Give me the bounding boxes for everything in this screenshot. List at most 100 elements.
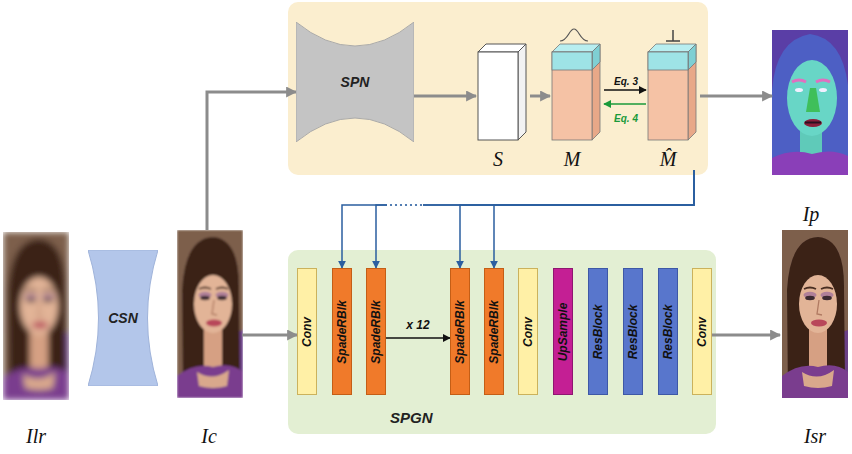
cube-side — [688, 44, 696, 140]
svg-ellipse — [787, 60, 837, 136]
cube-front — [552, 52, 592, 140]
node-label: Conv — [695, 317, 709, 347]
node-label: CSN — [108, 310, 138, 326]
node-label: ResBlock — [591, 304, 605, 359]
gap-patch — [387, 200, 423, 210]
node-label: Ip — [803, 204, 820, 224]
cube-front-band — [648, 52, 688, 70]
edge-label: x 12 — [406, 318, 429, 332]
cube-front — [478, 52, 518, 140]
res-block: ResBlock — [588, 268, 608, 395]
spade-resblock: SpadeRBlk — [450, 268, 470, 395]
svg-ellipse — [795, 88, 803, 92]
cube-side-band — [688, 44, 696, 70]
connector — [376, 170, 694, 268]
node-label: M̂ — [660, 148, 677, 170]
node-label: Isr — [804, 426, 826, 446]
node-label: SpadeRBlk — [369, 300, 383, 363]
conv-block: Conv — [297, 268, 317, 395]
connector — [530, 95, 550, 98]
edge-label-box: Eq. 4 — [614, 108, 638, 126]
dot — [420, 204, 422, 206]
connector — [414, 95, 476, 98]
spgn-panel: SPGN Conv SpadeRBlk SpadeRBlk SpadeRBlk Spade… — [288, 250, 716, 434]
connector — [386, 337, 450, 339]
node-label: SpadeRBlk — [335, 300, 349, 363]
face-image — [3, 232, 69, 400]
node-label: SPGN — [390, 409, 433, 426]
connector — [700, 95, 772, 98]
image-node: Ic — [176, 230, 242, 446]
super-res-face — [782, 230, 848, 398]
node-label: UpSample — [556, 302, 570, 361]
res-block: ResBlock — [623, 268, 643, 395]
dot — [410, 204, 412, 206]
dot — [415, 204, 417, 206]
res-block: ResBlock — [658, 268, 678, 395]
dot — [405, 204, 407, 206]
connector — [494, 170, 694, 268]
connector — [604, 89, 646, 91]
image-node: Ilr — [2, 232, 70, 446]
svg-path — [772, 34, 848, 175]
face-image — [782, 230, 848, 398]
svg-ellipse — [804, 119, 822, 127]
spade-resblock: SpadeRBlk — [484, 268, 504, 395]
parsing-map — [772, 30, 848, 175]
svg-path — [806, 88, 820, 112]
coarse-face — [177, 230, 243, 398]
edge-label: Eq. 4 — [614, 113, 638, 124]
feature-tensor: M — [550, 28, 604, 170]
node-label: SPN — [341, 74, 370, 90]
cube-front-band — [552, 52, 592, 70]
image-node: Ip — [772, 28, 850, 224]
node-label: ResBlock — [661, 304, 675, 359]
spade-resblock: SpadeRBlk — [332, 268, 352, 395]
cube-front — [648, 52, 688, 140]
connector — [207, 92, 296, 230]
tensor-cube — [476, 28, 530, 170]
feature-tensor: M̂ — [646, 28, 700, 170]
dot — [395, 204, 397, 206]
svg-path — [772, 151, 848, 175]
cube-side — [592, 44, 600, 140]
face-image — [177, 230, 243, 398]
spn-network: SPN — [296, 22, 414, 142]
connector — [460, 170, 694, 268]
cube-side-band — [592, 44, 600, 70]
edge-label-box: x 12 — [406, 315, 429, 333]
svg-rect — [805, 122, 821, 124]
svg-path — [792, 80, 806, 82]
spade-resblock: SpadeRBlk — [366, 268, 386, 395]
distribution-curve — [560, 29, 588, 41]
svg-rect — [772, 30, 848, 175]
connector — [712, 334, 780, 337]
low-res-face — [3, 232, 69, 400]
edge-label: Eq. 3 — [614, 76, 638, 87]
svg-path — [816, 80, 830, 82]
node-label: ResBlock — [626, 304, 640, 359]
feature-tensor: S — [476, 28, 530, 170]
node-label: S — [493, 148, 503, 170]
connector — [604, 103, 646, 105]
node-label: Ilr — [26, 426, 46, 446]
node-label: M — [564, 148, 581, 170]
node-label: SpadeRBlk — [453, 300, 467, 363]
node-label: Conv — [521, 317, 535, 347]
connector — [342, 170, 694, 268]
upsample-block: UpSample — [553, 268, 573, 395]
panel-fill-layer — [288, 250, 716, 434]
hourglass-shape — [296, 22, 414, 142]
spgn-panel-fill — [288, 250, 716, 434]
connector — [242, 334, 297, 337]
image-node: Isr — [780, 228, 850, 446]
cube-side — [518, 44, 526, 140]
edge-label-box: Eq. 3 — [614, 71, 638, 89]
svg-ellipse — [819, 88, 827, 92]
conv-block: Conv — [692, 268, 712, 395]
dot — [400, 204, 402, 206]
node-label: Ic — [201, 426, 217, 446]
csn-network: CSN — [88, 250, 158, 386]
node-label: SpadeRBlk — [487, 300, 501, 363]
